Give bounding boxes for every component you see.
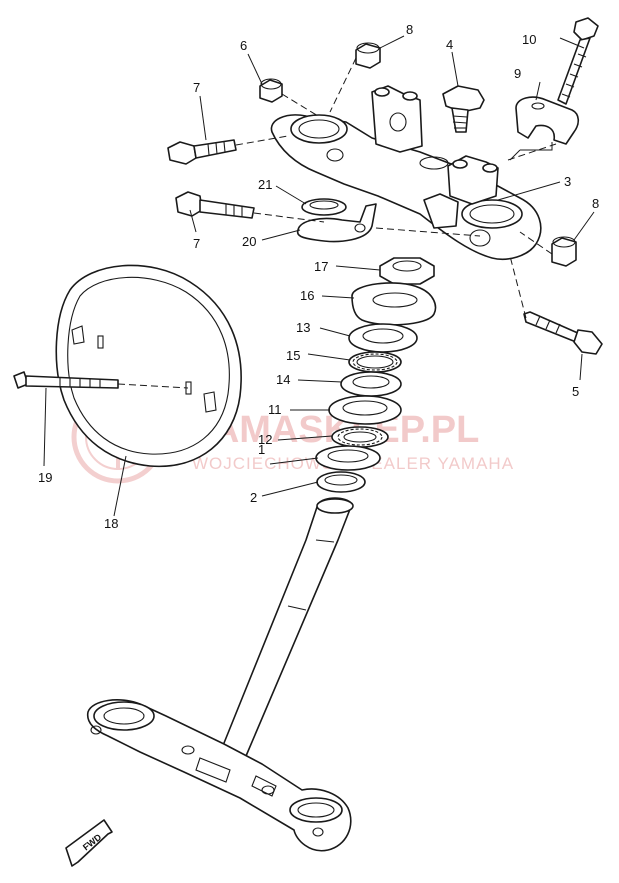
seal-2 bbox=[316, 471, 366, 493]
callout-15: 15 bbox=[286, 348, 300, 363]
callout-14: 14 bbox=[276, 372, 290, 387]
screw-19 bbox=[13, 371, 119, 389]
ball-bearing-15 bbox=[348, 351, 402, 373]
callout-13: 13 bbox=[296, 320, 310, 335]
clamp-20 bbox=[296, 203, 377, 243]
callout-8-right: 8 bbox=[592, 196, 599, 211]
bearing-race-1 bbox=[315, 445, 381, 471]
headlight-rim-18 bbox=[55, 264, 242, 468]
ball-bearing-12 bbox=[331, 426, 389, 448]
handlebar-holder-9 bbox=[515, 96, 580, 145]
callout-21: 21 bbox=[258, 177, 272, 192]
leader-lines bbox=[43, 35, 595, 517]
cap-8-top bbox=[355, 42, 381, 69]
bearing-race-11 bbox=[328, 395, 402, 425]
bearing-race-14 bbox=[340, 371, 402, 397]
callout-8-top: 8 bbox=[406, 22, 413, 37]
callout-11: 11 bbox=[268, 402, 282, 417]
assembly-lines bbox=[117, 57, 557, 389]
callout-5: 5 bbox=[572, 384, 579, 399]
callout-7-lower: 7 bbox=[193, 236, 200, 251]
callout-20: 20 bbox=[242, 234, 256, 249]
callout-1: 1 bbox=[258, 442, 265, 457]
callout-10: 10 bbox=[522, 32, 536, 47]
cap-6 bbox=[259, 78, 283, 103]
callout-17: 17 bbox=[314, 259, 328, 274]
upper-bracket bbox=[270, 85, 542, 260]
callout-7-upper: 7 bbox=[193, 80, 200, 95]
callout-19: 19 bbox=[38, 470, 52, 485]
washer-16 bbox=[351, 282, 437, 326]
callout-6: 6 bbox=[240, 38, 247, 53]
bearing-race-13 bbox=[348, 323, 418, 353]
bolt-10 bbox=[557, 17, 599, 105]
steering-stem bbox=[221, 497, 354, 757]
lower-bracket bbox=[86, 699, 352, 852]
callout-12: 12 bbox=[258, 432, 272, 447]
cap-8-right bbox=[551, 236, 577, 267]
bolt-4 bbox=[442, 85, 485, 133]
callout-16: 16 bbox=[300, 288, 314, 303]
callout-labels: 1 2 3 4 5 6 7 7 8 8 9 10 11 12 13 14 15 … bbox=[38, 22, 599, 531]
bolt-7-lower bbox=[175, 191, 255, 219]
bolt-5 bbox=[523, 311, 603, 355]
callout-3: 3 bbox=[564, 174, 571, 189]
bushing-21 bbox=[301, 198, 347, 216]
ring-nut-17 bbox=[379, 257, 435, 285]
callout-2: 2 bbox=[250, 490, 257, 505]
bolt-7-upper bbox=[167, 139, 237, 165]
fwd-arrow-icon: FWD bbox=[65, 819, 113, 867]
callout-9: 9 bbox=[514, 66, 521, 81]
callout-4: 4 bbox=[446, 37, 453, 52]
callout-18: 18 bbox=[104, 516, 118, 531]
